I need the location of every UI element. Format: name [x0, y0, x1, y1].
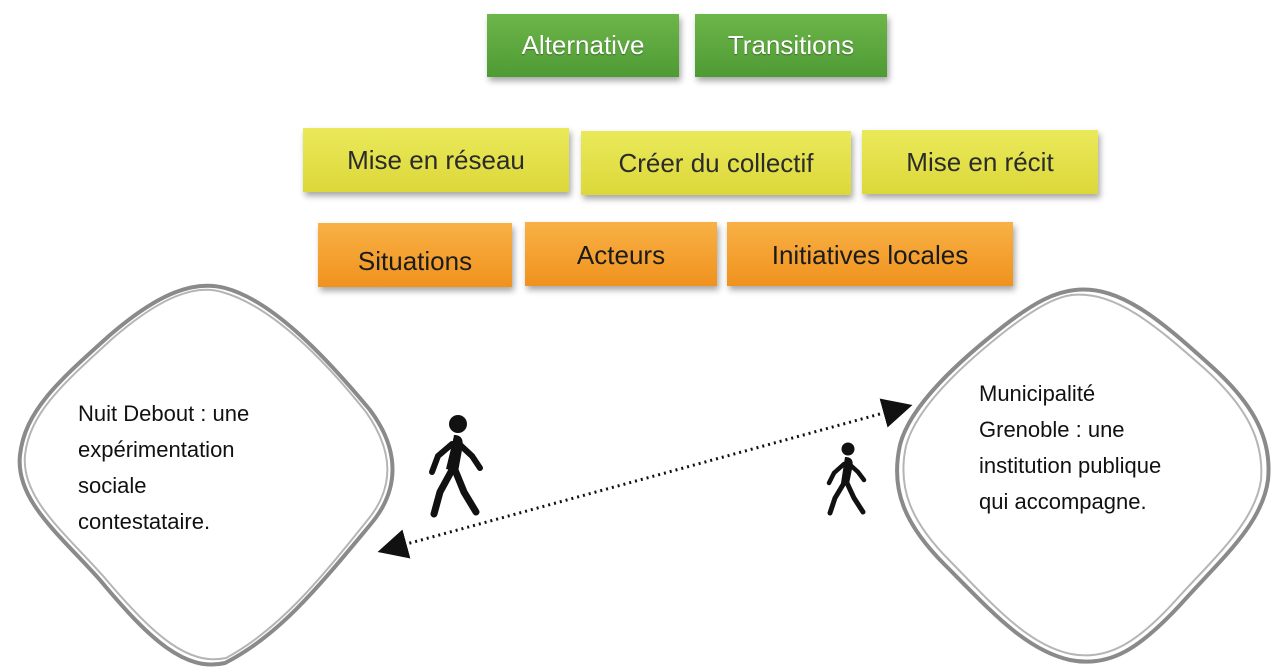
- note-mise-en-recit: Mise en récit: [862, 130, 1098, 194]
- note-acteurs-label: Acteurs: [576, 239, 666, 270]
- left-blob-outline: [17, 283, 395, 667]
- note-creer-du-collectif: Créer du collectif: [581, 131, 851, 195]
- note-transitions-label: Transitions: [727, 30, 855, 60]
- note-mise-en-reseau: Mise en réseau: [303, 128, 569, 192]
- note-mise-en-recit-label: Mise en récit: [906, 146, 1054, 177]
- walking-person-icon: [429, 415, 483, 518]
- note-initiatives-locales: Initiatives locales: [727, 222, 1013, 286]
- right-blob-line: Grenoble : une: [979, 417, 1125, 442]
- right-blob-line: institution publique: [979, 453, 1162, 478]
- left-blob-line: expérimentation: [78, 437, 235, 462]
- note-alternative-label: Alternative: [521, 30, 645, 60]
- note-transitions: Transitions: [695, 14, 887, 77]
- walking-person-icon: [826, 442, 867, 516]
- right-blob-text: Municipalité Grenoble : une institution …: [979, 376, 1161, 520]
- left-blob-line: contestataire.: [78, 509, 211, 534]
- right-blob-line: Municipalité: [979, 381, 1096, 406]
- note-mise-en-reseau-label: Mise en réseau: [347, 144, 525, 175]
- note-creer-du-collectif-label: Créer du collectif: [618, 147, 814, 178]
- left-blob-text: Nuit Debout : une expérimentation social…: [78, 396, 249, 540]
- right-blob-outline: [895, 287, 1271, 664]
- note-initiatives-locales-label: Initiatives locales: [771, 239, 969, 270]
- note-acteurs: Acteurs: [525, 222, 717, 286]
- note-alternative: Alternative: [487, 14, 679, 77]
- right-blob-line: qui accompagne.: [979, 489, 1147, 514]
- note-situations-label: Situations: [357, 245, 473, 276]
- left-blob-line: sociale: [78, 473, 147, 498]
- note-situations: Situations: [318, 223, 512, 287]
- left-blob-line: Nuit Debout : une: [78, 401, 250, 426]
